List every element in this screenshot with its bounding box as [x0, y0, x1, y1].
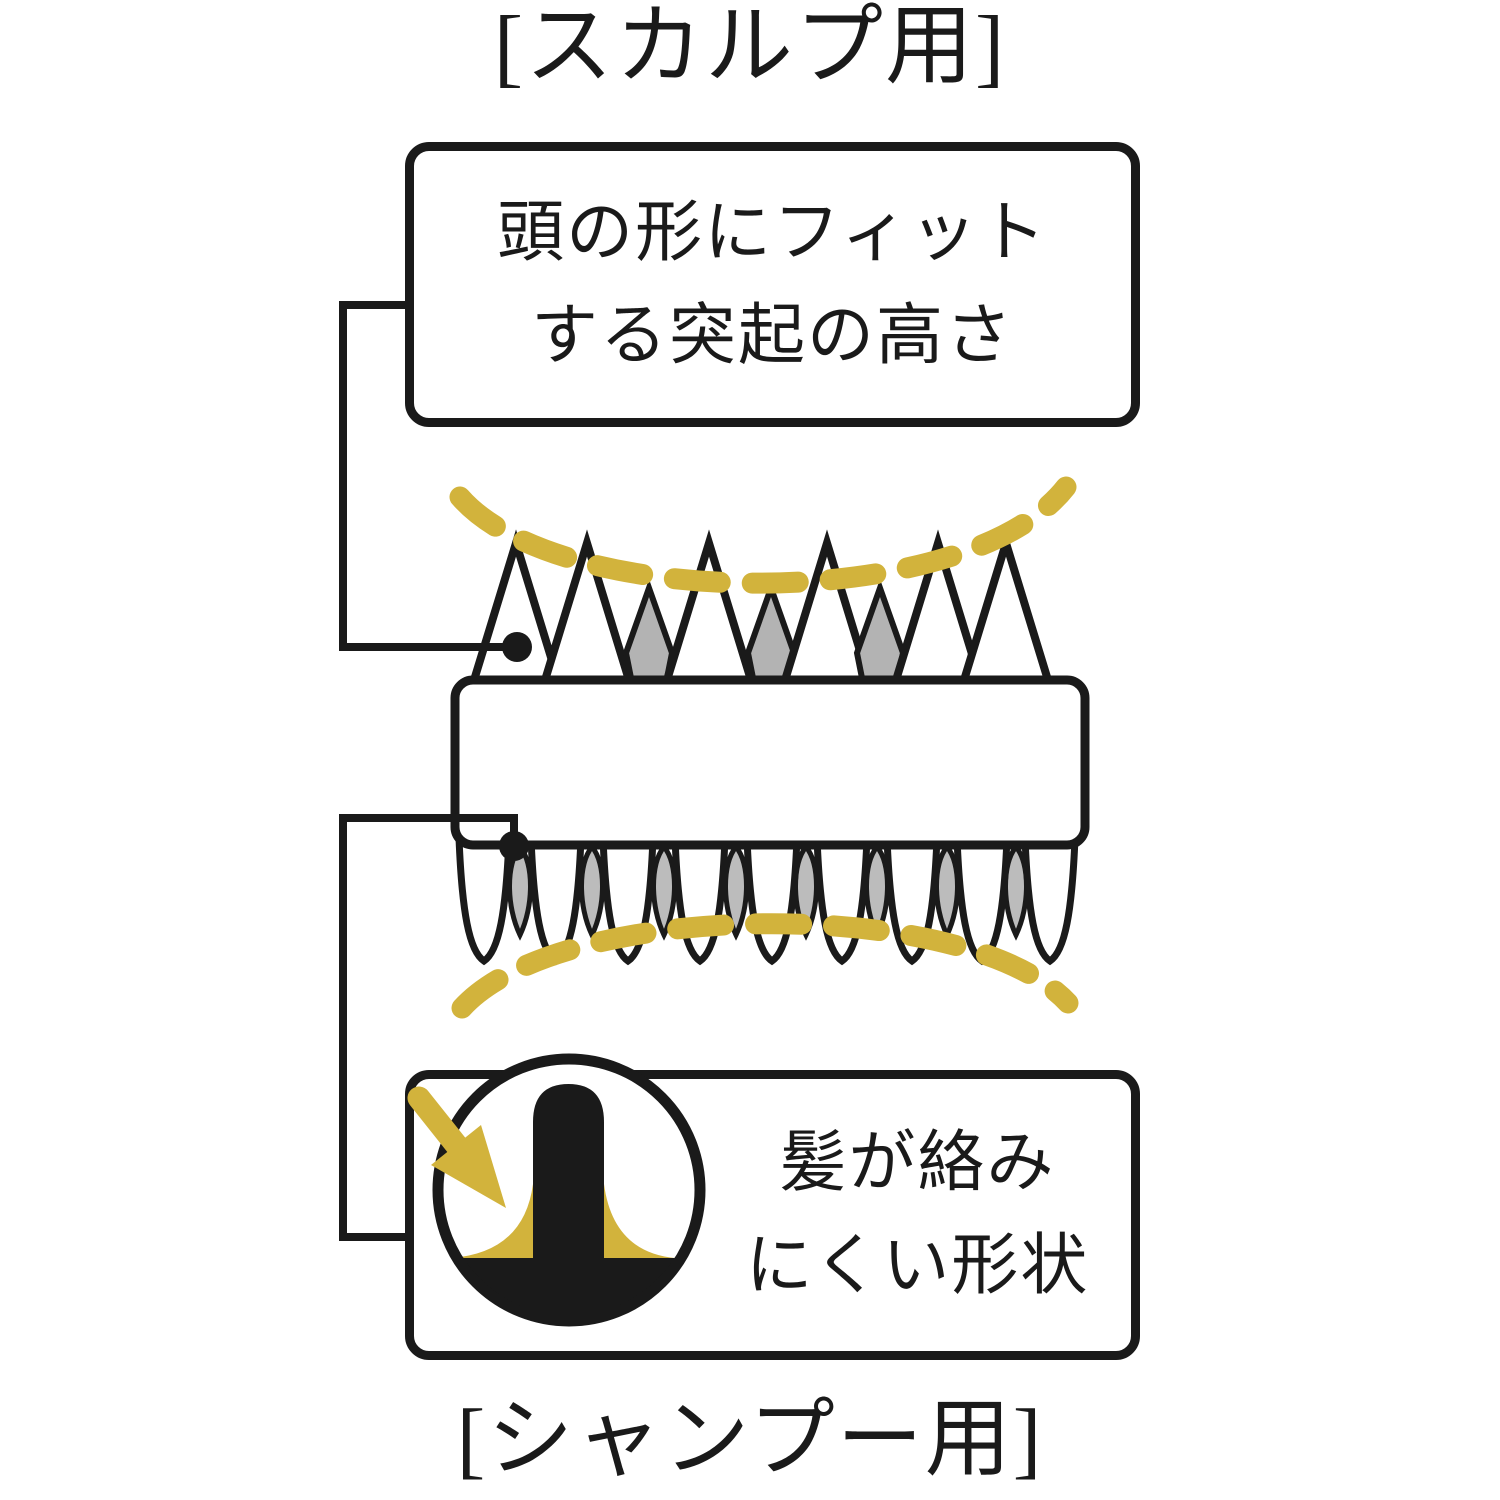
scalp-spike — [955, 529, 1057, 694]
bristle-leaf — [723, 843, 749, 941]
bristle-leaf — [864, 843, 890, 941]
bristle-loop — [671, 837, 729, 966]
head-curve-bottom-icon — [451, 913, 1079, 1019]
anchor-dot-top — [502, 632, 532, 662]
bristle-loop — [1021, 837, 1079, 966]
upper-scalp-spikes — [465, 529, 1057, 694]
callout-anti-tangle-line1: 髪が絡み — [779, 1126, 1056, 1200]
scalp-spike-short — [622, 579, 676, 691]
bristle-loop — [527, 837, 585, 966]
bristle-leaf — [579, 843, 605, 941]
callout-anti-tangle-line2: にくい形状 — [745, 1229, 1090, 1303]
bristle-leaf — [934, 843, 960, 941]
callout-protrusion-line1: 頭の形にフィット — [497, 195, 1048, 270]
bristle-loop — [599, 837, 657, 966]
scalp-spike — [658, 529, 760, 694]
bristle-loop — [743, 837, 801, 966]
callout-protrusion-line2: する突起の高さ — [531, 298, 1014, 373]
bristle-leaf — [651, 843, 677, 941]
lower-shampoo-bristles — [455, 837, 1079, 966]
top-side-label: [スカルプ用] — [493, 0, 1007, 96]
bristle-leaf — [1003, 843, 1029, 941]
bottom-side-label: [シャンプー用] — [456, 1391, 1044, 1487]
bristle-loops — [455, 837, 1079, 966]
bristle-leaves — [507, 843, 1029, 941]
scalp-spike — [465, 529, 567, 694]
scalp-spike — [776, 529, 878, 694]
anchor-dot-bottom — [499, 831, 529, 861]
scalp-spike-short — [853, 579, 907, 691]
bristle-loop — [883, 837, 941, 966]
scalp-spike — [887, 529, 989, 694]
scalp-spike-short — [744, 579, 798, 691]
bristle-leaf — [793, 843, 819, 941]
head-curve-top-icon — [449, 476, 1077, 594]
scalp-spike — [536, 529, 638, 694]
bristle-loop — [953, 837, 1011, 966]
brush-body — [450, 675, 1090, 850]
bristle-leaf — [507, 843, 533, 941]
callout-protrusion-height: 頭の形にフィット する突起の高さ — [405, 142, 1140, 427]
bristle-loop — [813, 837, 871, 966]
callout-anti-tangle: 髪が絡み にくい形状 — [405, 1070, 1140, 1360]
bristle-loop — [455, 837, 513, 966]
